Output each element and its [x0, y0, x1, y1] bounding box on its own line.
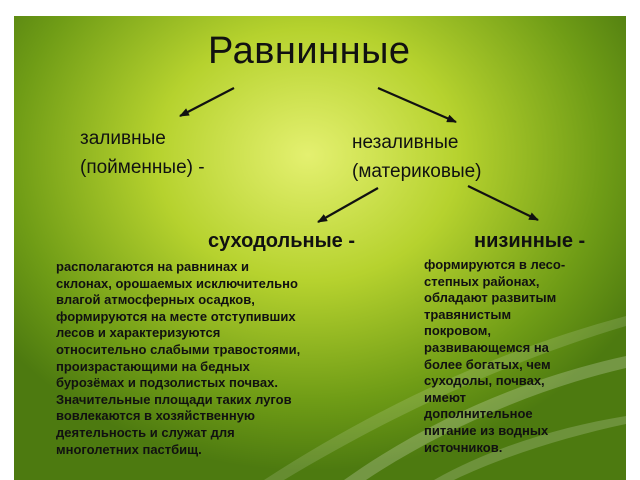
- decorative-swoosh: [264, 316, 626, 480]
- branch-upland: незаливные (материковые): [352, 132, 482, 182]
- subtype-dry-description: располагаются на равнинах и склонах, оро…: [56, 259, 301, 457]
- subtype-low-description: формируются в лесо- степных районах, обл…: [424, 257, 566, 455]
- slide-background: [14, 16, 626, 480]
- subtype-low-heading: низинные -: [474, 230, 586, 252]
- subtype-dry-heading: суходольные -: [208, 230, 355, 252]
- branch-floodplain: заливные (пойменные) -: [80, 128, 205, 178]
- diagram-title: Равнинные: [208, 30, 411, 72]
